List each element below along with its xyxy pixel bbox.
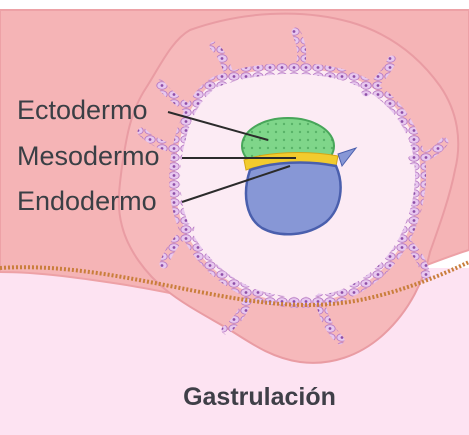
mesoderm-label: Mesodermo: [17, 141, 160, 171]
endoderm-label: Endodermo: [17, 186, 157, 216]
ectoderm-label: Ectodermo: [17, 95, 148, 125]
caption-gastrulation: Gastrulación: [0, 383, 469, 412]
